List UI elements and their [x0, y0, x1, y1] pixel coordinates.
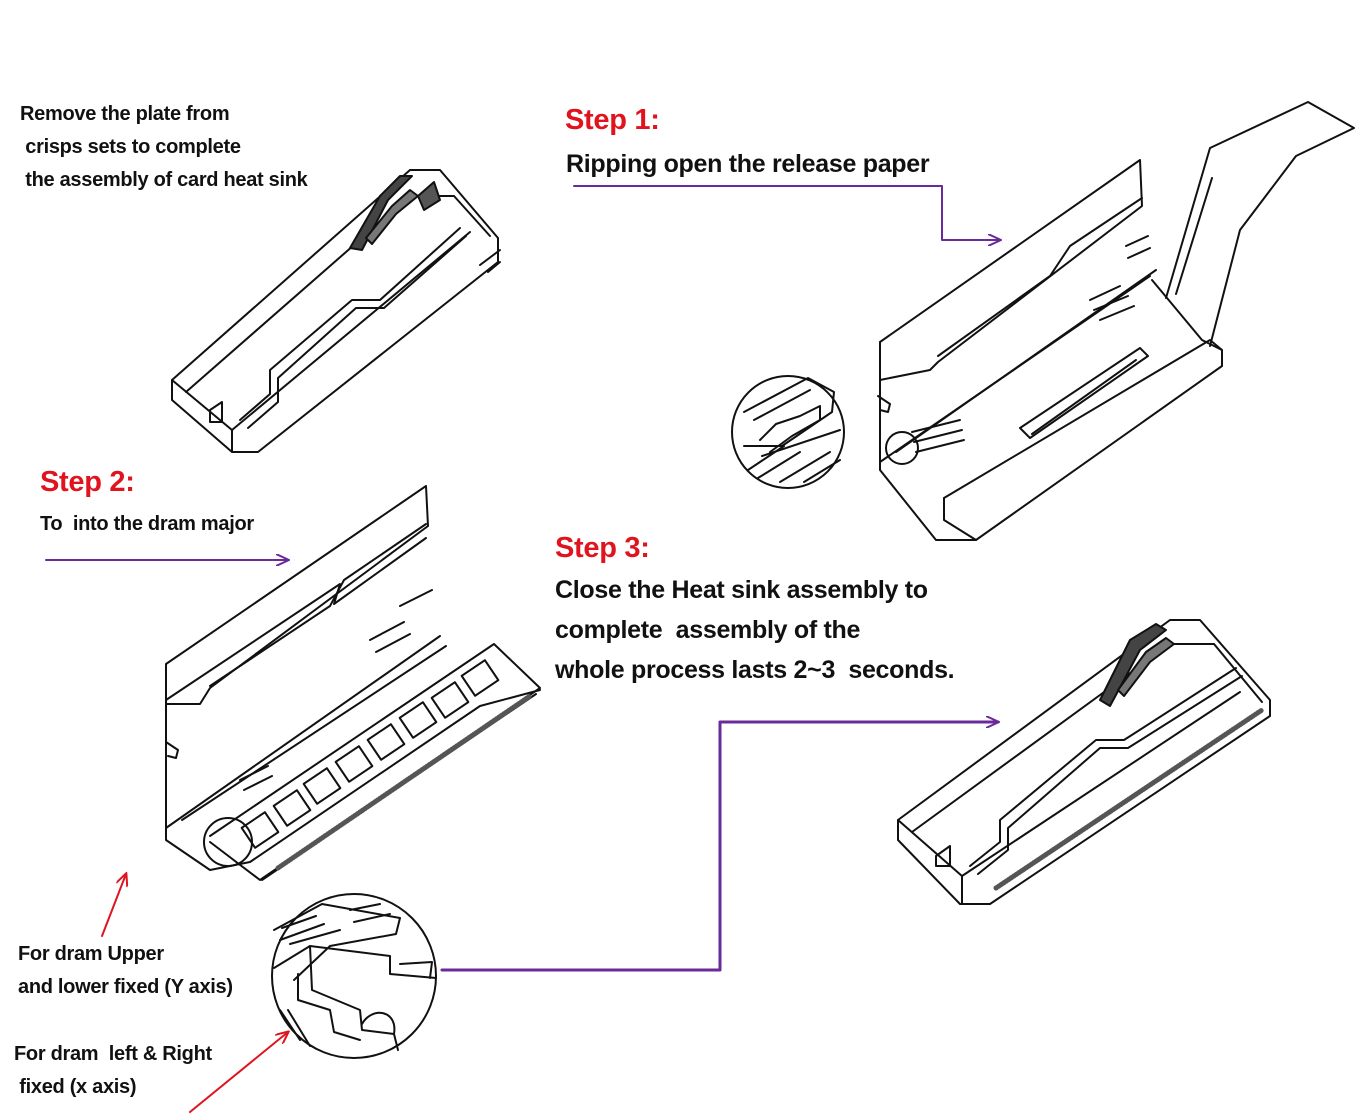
step2-label: Step 2: [40, 466, 135, 498]
y-axis-note: For dram Upper and lower fixed (Y axis) [18, 938, 233, 1004]
intro-line: crisps sets to complete [20, 136, 241, 158]
step3-closed-assembly-illustration [897, 619, 1271, 905]
step2-description: To into the dram major [40, 513, 254, 535]
step2-dram-insert-illustration [165, 485, 541, 881]
x-axis-note: For dram left & Right fixed (x axis) [14, 1038, 212, 1104]
step3-description: Close the Heat sink assembly to complete… [555, 570, 955, 690]
step1-label: Step 1: [565, 104, 660, 136]
step3-label: Step 3: [555, 532, 650, 564]
y-axis-note-arrow [101, 874, 126, 937]
step1-arrow [573, 185, 1000, 240]
intro-text: Remove the plate from crisps sets to com… [20, 98, 308, 197]
clip-detail-zoom-illustration [271, 893, 437, 1059]
step3-line: Close the Heat sink assembly to [555, 576, 928, 604]
y-axis-note-line: For dram Upper [18, 943, 164, 965]
step3-arrow [440, 722, 998, 972]
step3-line: whole process lasts 2~3 seconds. [555, 656, 955, 684]
intro-line: the assembly of card heat sink [20, 169, 308, 191]
step3-line: complete assembly of the [555, 616, 861, 644]
x-axis-note-arrow [189, 1032, 288, 1113]
step1-description: Ripping open the release paper [566, 150, 930, 178]
x-axis-note-line: fixed (x axis) [14, 1076, 137, 1098]
step1-release-paper-illustration [731, 101, 1355, 541]
heatsink-plate-illustration [171, 169, 501, 453]
x-axis-note-line: For dram left & Right [14, 1043, 212, 1065]
y-axis-note-line: and lower fixed (Y axis) [18, 976, 233, 998]
intro-line: Remove the plate from [20, 103, 230, 125]
